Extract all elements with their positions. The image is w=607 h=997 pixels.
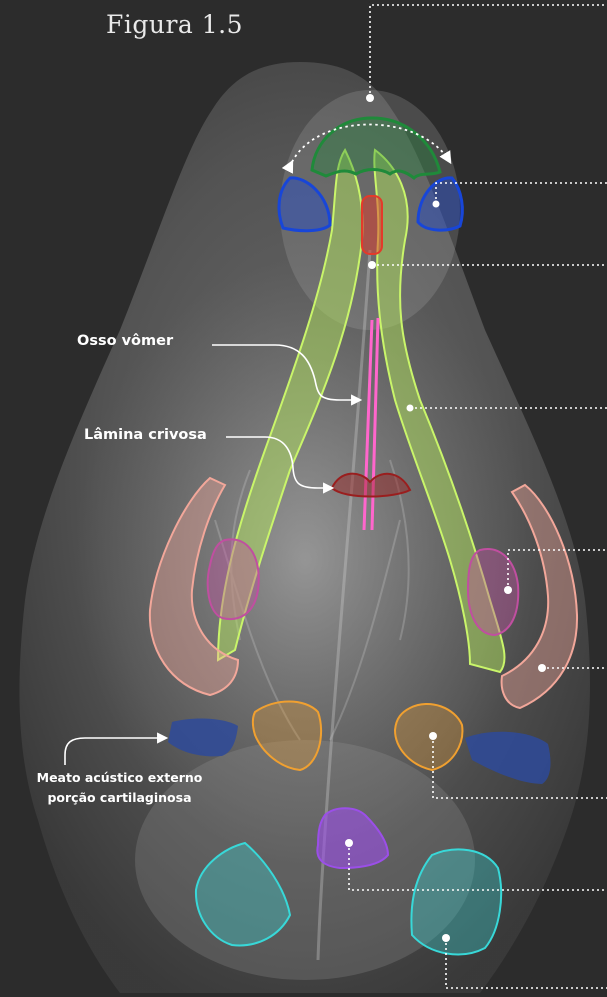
figure-title: Figura 1.5 xyxy=(106,10,243,39)
orbit-left xyxy=(208,539,259,619)
dot-occipital xyxy=(345,839,353,847)
label-meato-line1: Meato acústico externo xyxy=(7,768,232,788)
dot-rostral-vomer xyxy=(368,261,376,269)
label-vomer: Osso vômer xyxy=(77,333,173,349)
dot-cervical xyxy=(442,934,450,942)
label-external-acoustic-meatus: Meato acústico externo porção cartilagin… xyxy=(7,768,232,808)
label-meato-line2: porção cartilaginosa xyxy=(7,788,232,808)
vomer-rostral xyxy=(362,196,382,254)
dot-nasal-cartilage xyxy=(433,201,440,208)
dot-orbit xyxy=(504,586,512,594)
dot-incisive xyxy=(366,94,374,102)
leader-incisive xyxy=(370,5,607,98)
cervical-region-right xyxy=(411,849,501,954)
label-cribriform-plate: Lâmina crivosa xyxy=(84,427,207,443)
dot-zygomatic xyxy=(538,664,546,672)
dot-bulla xyxy=(429,732,437,740)
dot-nasal-bone xyxy=(407,405,414,412)
